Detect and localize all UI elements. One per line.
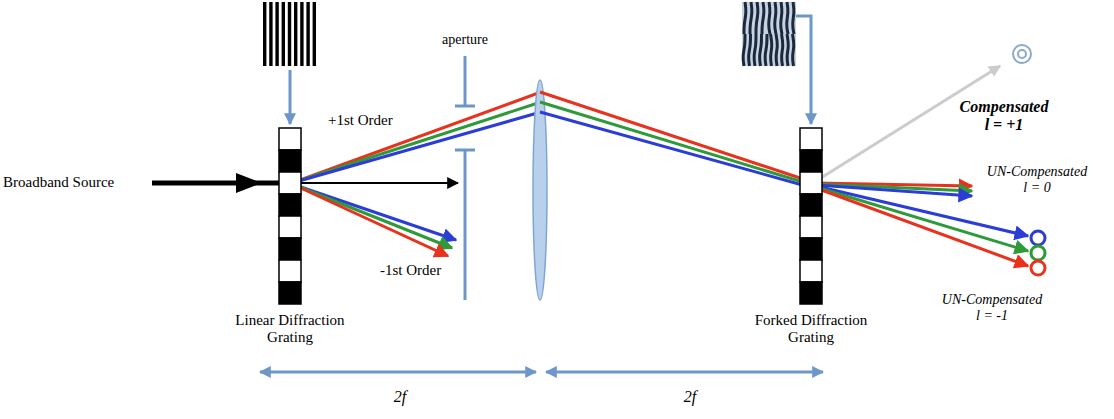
vortex-rings <box>1031 231 1045 275</box>
text-label: 2f <box>684 388 696 406</box>
linear-grating <box>279 128 301 304</box>
text-label: Broadband Source <box>3 174 114 191</box>
aperture <box>455 56 475 300</box>
pointer-arrow <box>796 16 811 124</box>
compensated-ray <box>816 66 1000 181</box>
minus-one-output <box>816 186 1028 266</box>
focused-rays <box>540 92 806 186</box>
fork-grating-pattern <box>742 2 796 66</box>
text-label: 2f <box>394 388 406 406</box>
text-label: Forked Diffraction Grating <box>753 312 869 347</box>
text-label: aperture <box>442 32 488 48</box>
source-beam <box>152 173 284 193</box>
minus-first-order-rays <box>292 184 456 256</box>
first-order-rays <box>292 92 541 183</box>
text-label: UN-Compensated l = -1 <box>940 292 1044 324</box>
target-beam <box>1013 45 1031 63</box>
text-label: UN-Compensated l = 0 <box>985 164 1089 196</box>
linear-grating-pattern <box>263 2 317 66</box>
text-label: +1st Order <box>328 112 393 129</box>
text-label: Linear Diffraction Grating <box>234 312 347 347</box>
dimension-arrows <box>260 371 823 374</box>
zero-order-ray <box>292 182 458 184</box>
text-label: Compensated l = +1 <box>958 98 1050 135</box>
pointer-arrow <box>289 70 292 124</box>
forked-grating <box>800 128 822 304</box>
text-label: -1st Order <box>380 262 441 279</box>
